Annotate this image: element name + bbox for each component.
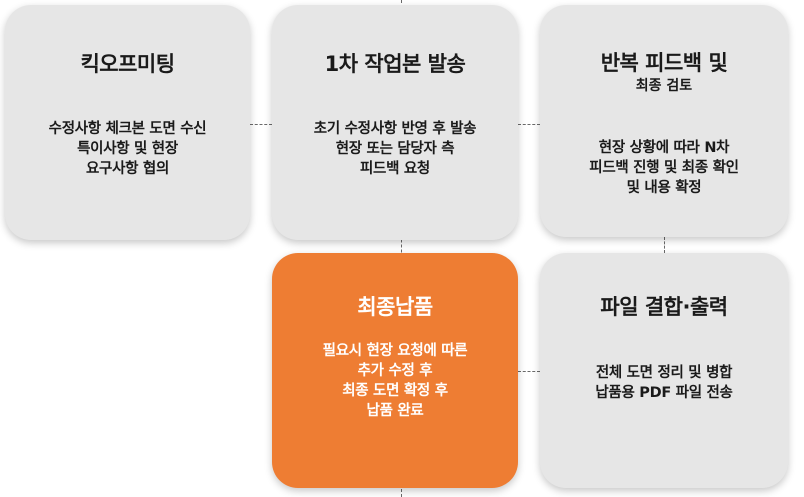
step-description-line: 요구사항 협의 xyxy=(86,161,169,177)
connector-step5-step4 xyxy=(518,371,540,372)
step-description-line: 및 내용 확정 xyxy=(626,180,702,196)
step-description-line: 초기 수정사항 반영 후 발송 xyxy=(313,121,477,137)
step-card-final-delivery: 최종납품 필요시 현장 요청에 따른 추가 수정 후 최종 도면 확정 후 납품… xyxy=(272,253,518,488)
step-description-line: 추가 수정 후 xyxy=(357,363,433,379)
step-description: 필요시 현장 요청에 따른 추가 수정 후 최종 도면 확정 후 납품 완료 xyxy=(272,341,518,421)
step-description-line: 특이사항 및 현장 xyxy=(77,141,178,157)
step-title: 반복 피드백 및 xyxy=(600,51,728,75)
step-title: 킥오프미팅 xyxy=(80,52,175,76)
step-title: 파일 결합·출력 xyxy=(600,295,728,319)
step-description-line: 피드백 요청 xyxy=(360,161,430,177)
step-title: 1차 작업본 발송 xyxy=(324,52,466,76)
step-title: 최종납품 xyxy=(357,295,433,319)
step-description-line: 수정사항 체크본 도면 수신 xyxy=(48,121,207,137)
step-description-line: 현장 또는 담당자 측 xyxy=(335,141,455,157)
step-subtitle: 최종 검토 xyxy=(635,78,693,94)
center-guide-line xyxy=(401,0,402,497)
step-description-line: 현장 상황에 따라 N차 xyxy=(598,140,730,156)
step-description: 초기 수정사항 반영 후 발송 현장 또는 담당자 측 피드백 요청 xyxy=(272,119,518,179)
step-description: 현장 상황에 따라 N차 피드백 진행 및 최종 확인 및 내용 확정 xyxy=(540,138,788,198)
step-description-line: 납품 완료 xyxy=(366,403,424,419)
connector-step2-step3 xyxy=(518,124,540,125)
step-description-line: 납품용 PDF 파일 전송 xyxy=(595,385,733,401)
step-description-line: 최종 도면 확정 후 xyxy=(342,383,448,399)
step-description-line: 필요시 현장 요청에 따른 xyxy=(322,343,468,359)
step-card-file-merge-output: 파일 결합·출력 전체 도면 정리 및 병합 납품용 PDF 파일 전송 xyxy=(540,253,788,488)
step-description-line: 피드백 진행 및 최종 확인 xyxy=(589,160,739,176)
connector-step3-step5 xyxy=(664,237,665,253)
step-description-line: 전체 도면 정리 및 병합 xyxy=(595,365,733,381)
step-card-feedback-review: 반복 피드백 및 최종 검토 현장 상황에 따라 N차 피드백 진행 및 최종 … xyxy=(540,5,788,237)
step-description: 수정사항 체크본 도면 수신 특이사항 및 현장 요구사항 협의 xyxy=(5,119,250,179)
connector-step1-step2 xyxy=(250,124,272,125)
step-card-kickoff: 킥오프미팅 수정사항 체크본 도면 수신 특이사항 및 현장 요구사항 협의 xyxy=(5,5,250,240)
step-description: 전체 도면 정리 및 병합 납품용 PDF 파일 전송 xyxy=(540,363,788,403)
step-card-first-draft: 1차 작업본 발송 초기 수정사항 반영 후 발송 현장 또는 담당자 측 피드… xyxy=(272,5,518,240)
